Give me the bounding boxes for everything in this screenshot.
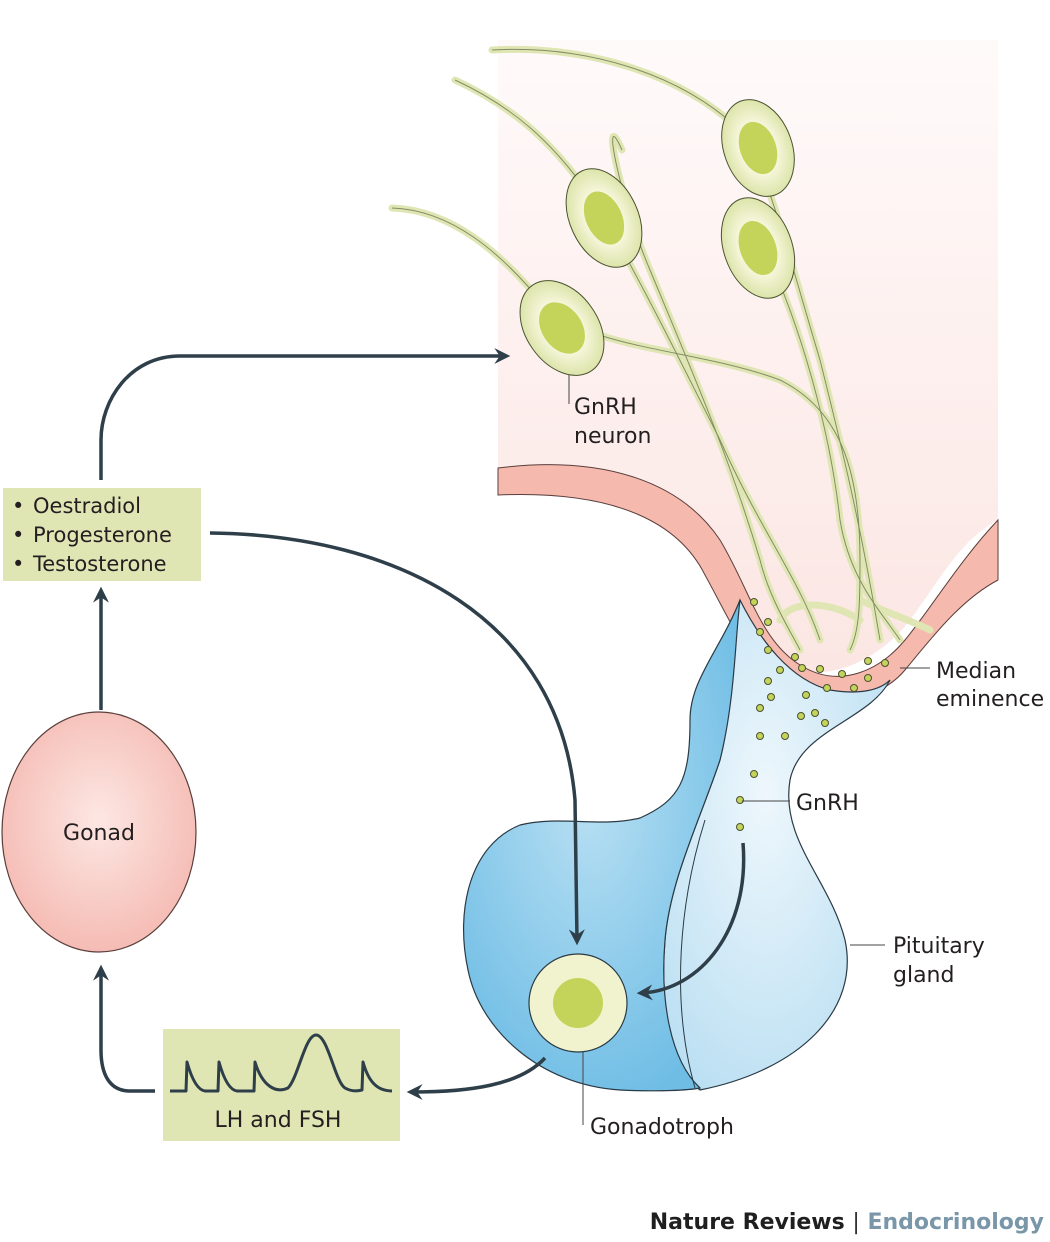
neuron-cell-body xyxy=(565,168,643,268)
gonadotroph-label: Gonadotroph xyxy=(590,1115,734,1140)
gnrh-granules xyxy=(736,598,889,831)
portal-vessel xyxy=(497,464,999,701)
arrow-steroids-to-pituitary xyxy=(209,531,585,946)
gnrh-neuron-label-line2: neuron xyxy=(574,424,651,449)
arrow-gonadotroph-to-lh-fsh xyxy=(406,1056,547,1100)
steroid-bullet: • xyxy=(12,552,24,576)
lh-fsh-box xyxy=(163,1029,400,1141)
steroid-bullet: • xyxy=(12,523,24,547)
journal-credit: Nature Reviews | Endocrinology xyxy=(650,1210,1044,1235)
gnrh-label: GnRH xyxy=(796,791,859,816)
pituitary-label-line2: gland xyxy=(893,963,954,988)
neuron-cell-body xyxy=(721,99,795,197)
steroid-item: Progesterone xyxy=(33,523,172,547)
arrow-steroids-to-hypothalamus xyxy=(99,348,511,480)
credit-separator: | xyxy=(852,1210,860,1235)
neuron-bodies xyxy=(519,99,796,376)
median-eminence-label-line1: Median xyxy=(936,659,1016,684)
steroid-item: Oestradiol xyxy=(33,494,141,518)
journal-name: Nature Reviews xyxy=(649,1210,845,1235)
gonad-shape xyxy=(1,711,197,953)
steroid-item: Testosterone xyxy=(32,552,167,576)
leader-lines xyxy=(568,375,930,1125)
median-eminence-label-line2: eminence xyxy=(936,687,1044,712)
gnrh-neurons xyxy=(388,45,934,654)
neuron-cell-body xyxy=(720,197,796,299)
arrow-lh-fsh-to-gonad xyxy=(93,964,155,1093)
steroid-list: • Oestradiol • Progesterone • Testostero… xyxy=(12,494,172,576)
steroids-box xyxy=(3,488,201,581)
pulse-waveform xyxy=(170,1033,393,1093)
steroid-bullet: • xyxy=(12,494,24,518)
feedback-arrows xyxy=(93,348,746,1100)
pituitary-anterior-lobe xyxy=(462,599,741,1092)
gonadotroph-cell xyxy=(528,953,628,1053)
neuron-cell-body xyxy=(519,280,605,376)
journal-section: Endocrinology xyxy=(867,1210,1044,1235)
gonad-label: Gonad xyxy=(63,821,135,846)
lh-fsh-label: LH and FSH xyxy=(215,1108,342,1133)
pituitary-label-line1: Pituitary xyxy=(893,934,985,959)
arrow-gnrh-to-gonadotroph xyxy=(636,842,746,1001)
gnrh-neuron-label-line1: GnRH xyxy=(574,395,637,420)
